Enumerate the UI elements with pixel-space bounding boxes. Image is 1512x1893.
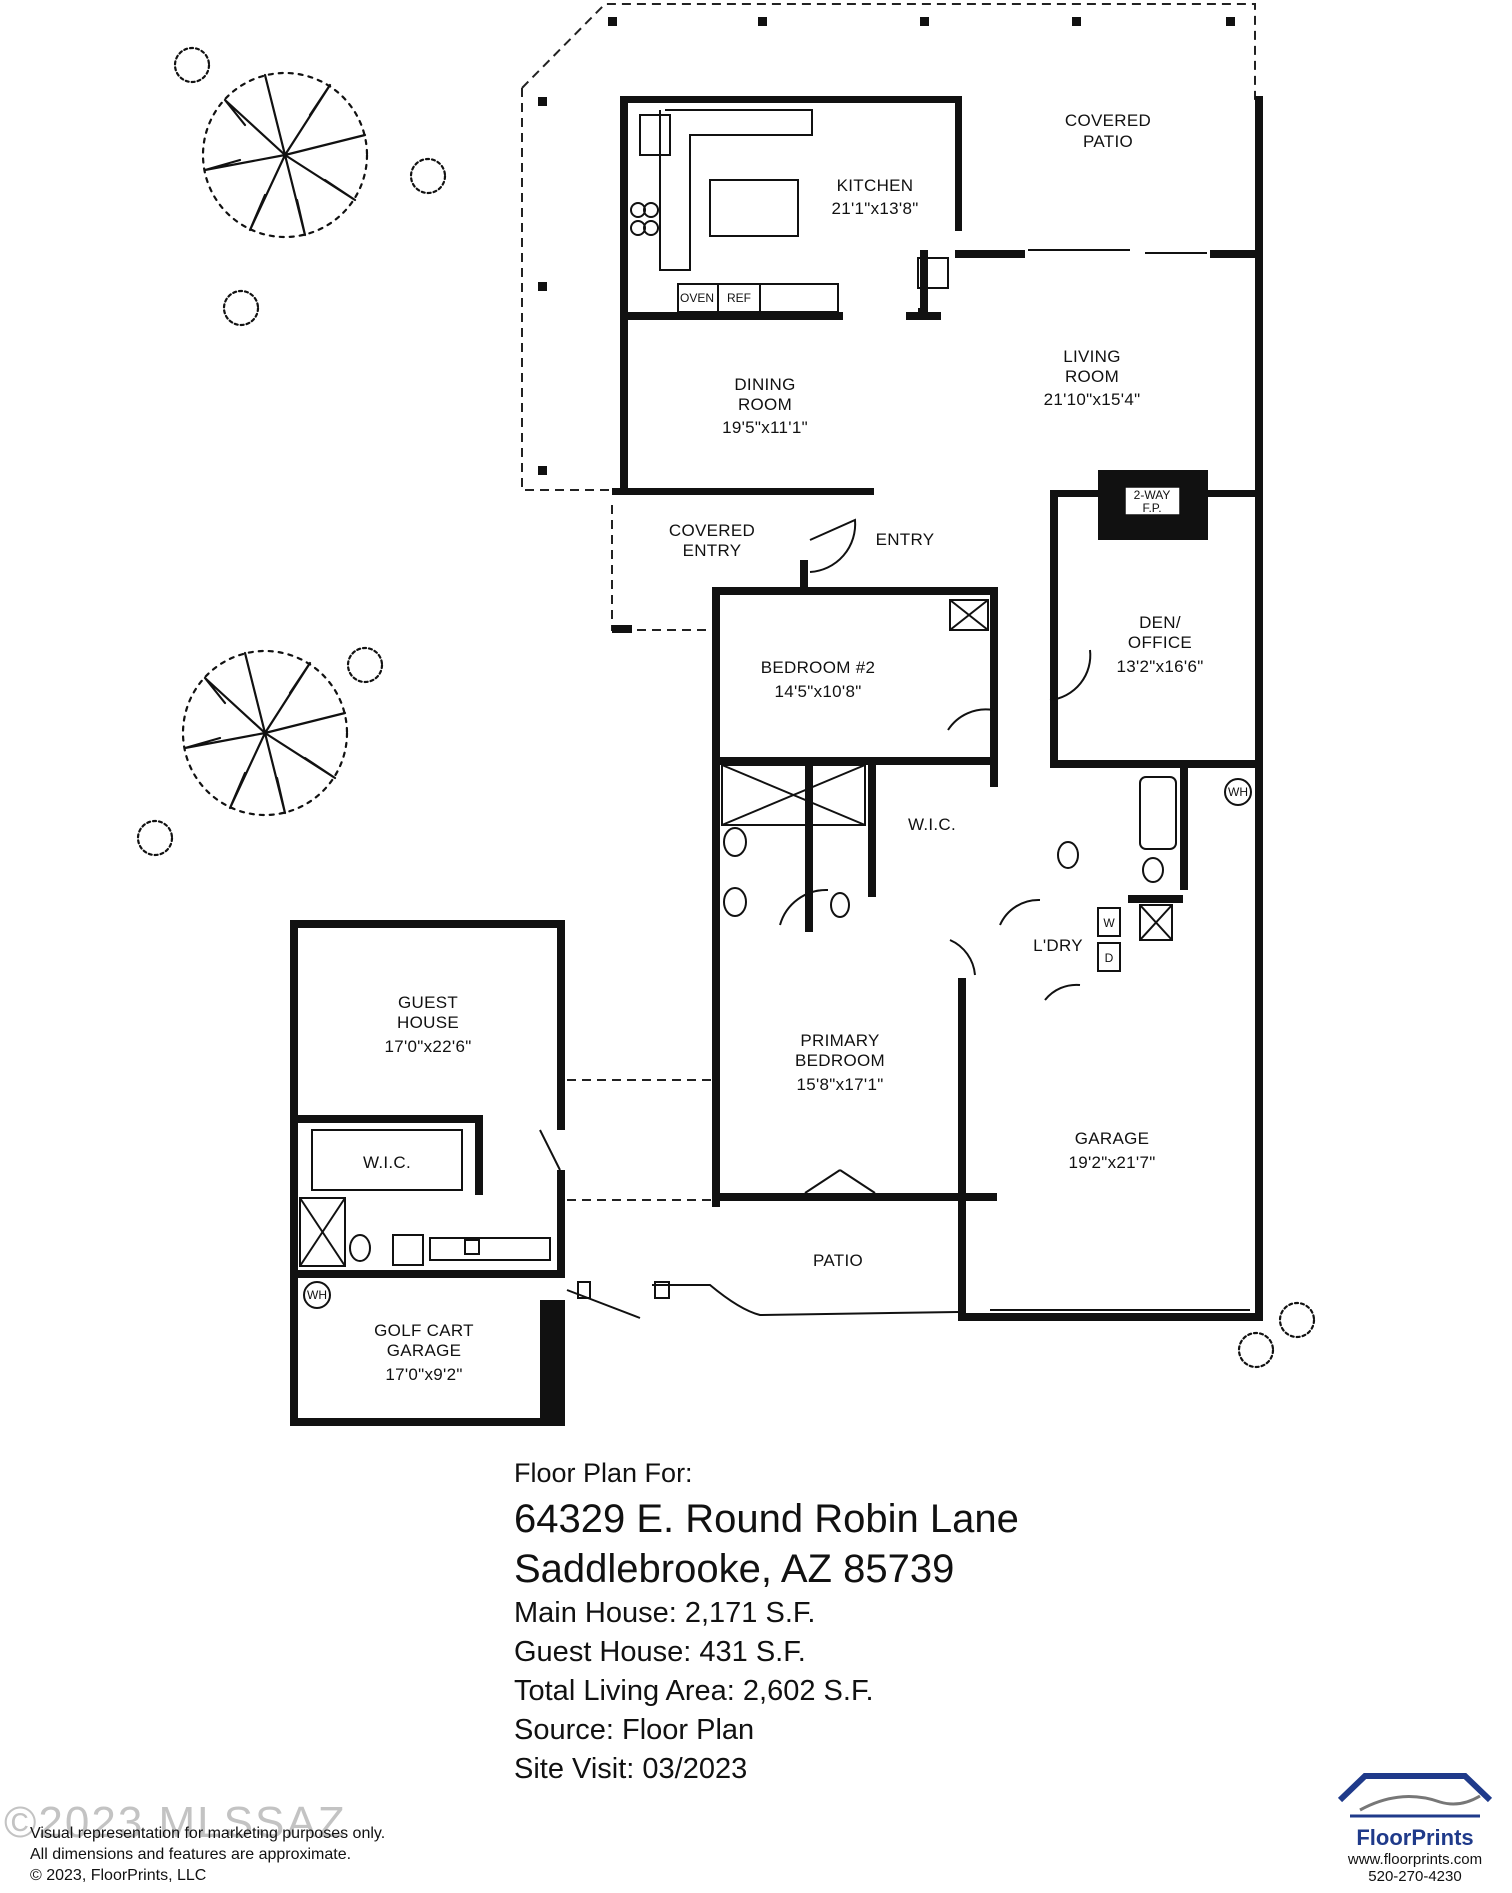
bedroom2-label: BEDROOM #2 bbox=[761, 658, 875, 677]
laundry-label: L'DRY bbox=[1033, 936, 1083, 955]
website: www.floorprints.com bbox=[1347, 1851, 1483, 1868]
kitchen-size: 21'1"x13'8" bbox=[831, 199, 918, 218]
golf-label-1: GOLF CART bbox=[374, 1321, 474, 1340]
dryer-label: D bbox=[1105, 951, 1114, 965]
property-info: Floor Plan For: 64329 E. Round Robin Lan… bbox=[514, 1460, 1019, 1794]
tree-large-top bbox=[201, 71, 369, 239]
guest-water-heater-label: WH bbox=[307, 1288, 327, 1302]
covered-patio-label-1: COVERED bbox=[1065, 111, 1151, 130]
patio-label: PATIO bbox=[813, 1251, 863, 1270]
covered-entry-label-1: COVERED bbox=[669, 521, 755, 540]
washer-label: W bbox=[1103, 916, 1115, 930]
kitchen-fixtures bbox=[630, 109, 949, 313]
fireplace-label-2: F.P. bbox=[1142, 501, 1161, 515]
primary-label-2: BEDROOM bbox=[795, 1051, 885, 1070]
dining-size: 19'5"x11'1" bbox=[722, 418, 808, 437]
covered-patio-label-2: PATIO bbox=[1083, 132, 1133, 151]
interior-fixtures bbox=[303, 599, 1252, 1309]
wic-guest-label: W.I.C. bbox=[363, 1153, 411, 1172]
guest-fixtures bbox=[299, 1129, 551, 1267]
oven-label: OVEN bbox=[680, 291, 714, 305]
covered-patio-outline bbox=[521, 3, 1256, 100]
water-heater-label: WH bbox=[1228, 785, 1248, 799]
patio-post bbox=[654, 1281, 670, 1299]
patio-post bbox=[577, 1281, 591, 1299]
door-swings bbox=[539, 249, 1207, 1194]
ref-label: REF bbox=[727, 291, 751, 305]
covered-entry-label-2: ENTRY bbox=[683, 541, 742, 560]
primary-label-1: PRIMARY bbox=[800, 1031, 879, 1050]
dining-label-1: DINING bbox=[734, 375, 795, 394]
patio-posts bbox=[538, 17, 1235, 475]
entry-label: ENTRY bbox=[876, 530, 935, 549]
tree-large-bottom bbox=[181, 649, 349, 817]
source: Source: Floor Plan bbox=[514, 1714, 755, 1746]
patio-slab bbox=[566, 1284, 959, 1319]
floor-plan-for-label: Floor Plan For: bbox=[514, 1458, 693, 1488]
address-line-1: 64329 E. Round Robin Lane bbox=[514, 1497, 1019, 1541]
breezeway bbox=[567, 1079, 712, 1201]
kitchen-label: KITCHEN bbox=[837, 176, 914, 195]
site-visit: Site Visit: 03/2023 bbox=[514, 1753, 748, 1785]
fireplace bbox=[1124, 486, 1181, 516]
fireplace-label-1: 2-WAY bbox=[1134, 488, 1171, 502]
mls-watermark: ©2023 MLSSAZ bbox=[4, 1798, 347, 1847]
guest-label-1: GUEST bbox=[398, 993, 458, 1012]
house-logo-icon bbox=[1337, 1773, 1493, 1818]
total-living-area: Total Living Area: 2,602 S.F. bbox=[514, 1675, 874, 1707]
dining-label-2: ROOM bbox=[738, 395, 792, 414]
golf-size: 17'0"x9'2" bbox=[385, 1365, 462, 1384]
living-label-2: ROOM bbox=[1065, 367, 1119, 386]
copyright-line: © 2023, FloorPrints, LLC bbox=[30, 1867, 207, 1884]
den-size: 13'2"x16'6" bbox=[1116, 657, 1203, 676]
address-line-2: Saddlebrooke, AZ 85739 bbox=[514, 1547, 955, 1591]
main-house-walls bbox=[612, 96, 1263, 1321]
floorprints-logo: FloorPrints www.floorprints.com 520-270-… bbox=[1320, 1770, 1510, 1885]
main-house-area: Main House: 2,171 S.F. bbox=[514, 1597, 816, 1629]
guest-label-2: HOUSE bbox=[397, 1013, 459, 1032]
disclaimer-line-2: All dimensions and features are approxim… bbox=[30, 1846, 352, 1863]
guest-house-area: Guest House: 431 S.F. bbox=[514, 1636, 806, 1668]
golf-label-2: GARAGE bbox=[387, 1341, 462, 1360]
primary-size: 15'8"x17'1" bbox=[796, 1075, 883, 1094]
living-size: 21'10"x15'4" bbox=[1044, 390, 1141, 409]
guest-house-walls bbox=[290, 920, 565, 1426]
shrub bbox=[136, 46, 1316, 1369]
wic-primary-label: W.I.C. bbox=[908, 815, 956, 834]
brand-name: FloorPrints bbox=[1356, 1825, 1474, 1850]
den-label-2: OFFICE bbox=[1128, 633, 1192, 652]
disclaimer-line-1: Visual representation for marketing purp… bbox=[30, 1825, 386, 1842]
bedroom2-size: 14'5"x10'8" bbox=[774, 682, 861, 701]
covered-patio-left bbox=[521, 88, 620, 491]
den-label-1: DEN/ bbox=[1139, 613, 1181, 632]
living-label-1: LIVING bbox=[1063, 347, 1121, 366]
disclaimer: Visual representation for marketing purp… bbox=[30, 1823, 385, 1886]
phone: 520-270-4230 bbox=[1368, 1868, 1462, 1885]
garage-size: 19'2"x21'7" bbox=[1068, 1153, 1155, 1172]
garage-label: GARAGE bbox=[1075, 1129, 1150, 1148]
guest-size: 17'0"x22'6" bbox=[384, 1037, 471, 1056]
